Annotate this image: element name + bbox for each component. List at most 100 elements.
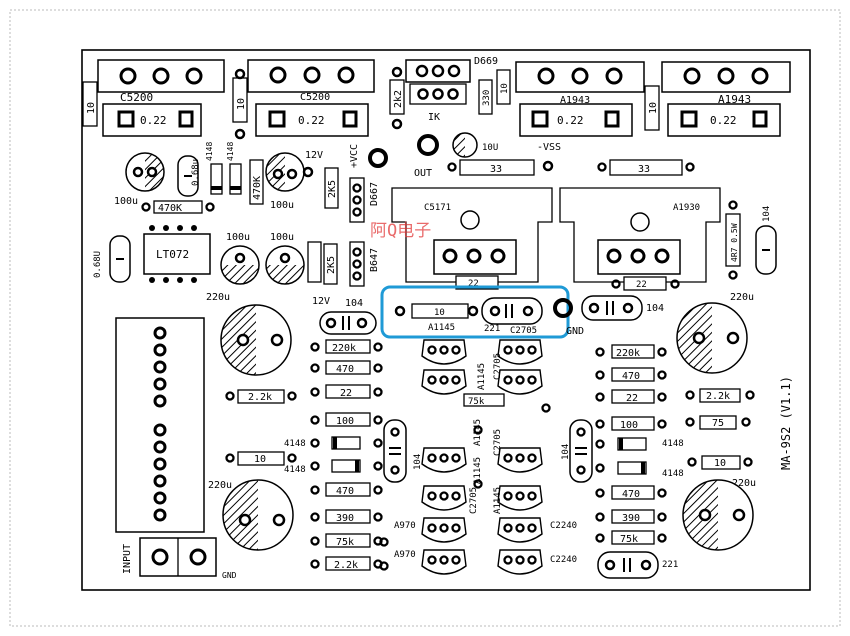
left-res-10-label: 10 bbox=[86, 102, 97, 114]
cap-220u-top-left-label: 220u bbox=[206, 292, 230, 303]
d4148-a-label: 4148 bbox=[205, 142, 214, 161]
c5171-label: C5171 bbox=[424, 203, 451, 213]
left-emitter-label: 0.22 bbox=[140, 114, 167, 127]
res-4r7-label: 4R7 0.5W bbox=[730, 223, 739, 262]
d4148-a-right-label: 4148 bbox=[662, 439, 684, 449]
c2705-c-label: C2705 bbox=[469, 487, 479, 514]
res-2k5-b-label: 2K5 bbox=[326, 256, 337, 274]
res-390-right-label: 390 bbox=[622, 513, 640, 524]
res-470-b-right-label: 470 bbox=[622, 489, 640, 500]
input-label: INPUT bbox=[122, 544, 133, 574]
c2705-a-label: C2705 bbox=[493, 353, 503, 380]
res-22-b-label: 22 bbox=[636, 280, 647, 290]
gnd-center-label: GND bbox=[566, 326, 584, 337]
res-470k-b-label: 470K bbox=[252, 176, 263, 200]
a1145-c-label: A1145 bbox=[473, 457, 483, 484]
gnd-input-label: GND bbox=[222, 571, 237, 580]
a1145-a-label: A1145 bbox=[477, 363, 487, 390]
r221-right-label: 221 bbox=[662, 560, 678, 570]
res-75k-left-label: 75k bbox=[336, 537, 354, 548]
opamp-label: LT072 bbox=[156, 248, 189, 261]
v12-top-label: 12V bbox=[305, 150, 323, 161]
res-330-label: 330 bbox=[482, 90, 492, 106]
res-2k2-label: 2k2 bbox=[393, 90, 404, 108]
vcc-label: +VCC bbox=[349, 144, 360, 168]
res-22-right-label: 22 bbox=[626, 393, 638, 404]
cap-068u-label: 0.68U bbox=[93, 251, 103, 278]
d667-label: D667 bbox=[369, 182, 380, 206]
c2240-a-label: C2240 bbox=[550, 521, 577, 531]
a1930-label: A1930 bbox=[673, 203, 700, 213]
d4148-b-label: 4148 bbox=[226, 142, 235, 161]
res-10-top-label: 10 bbox=[500, 83, 510, 94]
right-emitter-a-label: 0.22 bbox=[557, 114, 584, 127]
left-c5200-label: C5200 bbox=[120, 91, 153, 104]
c2705-b-label: C2705 bbox=[493, 429, 503, 456]
res-470-a-right-label: 470 bbox=[622, 371, 640, 382]
right-channel: 220u 220k 470 22 2.2k 100 75 4148 bbox=[561, 292, 793, 579]
cap-104-left-label: 104 bbox=[345, 298, 363, 309]
res-33-a-label: 33 bbox=[490, 164, 502, 175]
cap-104-left-ch-label: 104 bbox=[413, 454, 423, 470]
center-section: OUT 10U -VSS 33 33 C5171 22 A1930 22 bbox=[319, 132, 777, 339]
a1943-a-label: A1943 bbox=[560, 95, 590, 106]
res-2k5-a-label: 2K5 bbox=[327, 180, 338, 198]
left-channel: 220u 2.2k 10 220u IN bbox=[115, 292, 423, 580]
a1145-d-label: A1145 bbox=[493, 487, 503, 514]
upper-left-section: 100u 470K 0.68u 4148 4148 470K 100u 12V … bbox=[93, 142, 388, 307]
res-220k-left-label: 220k bbox=[332, 343, 356, 354]
res-10-left-label: 10 bbox=[254, 454, 266, 465]
res-470-a-left-label: 470 bbox=[336, 364, 354, 375]
cap-100u-b-label: 100u bbox=[270, 200, 294, 211]
res-75k-right-label: 75k bbox=[620, 534, 638, 545]
v12-bottom-label: 12V bbox=[312, 296, 330, 307]
watermark-text: 阿Q电子 bbox=[370, 221, 431, 241]
res-2-2k-b-left-label: 2.2k bbox=[334, 560, 358, 571]
res-470-b-left-label: 470 bbox=[336, 486, 354, 497]
r221-label: 221 bbox=[484, 324, 500, 334]
b647-label: B647 bbox=[369, 248, 380, 272]
c2240-b-label: C2240 bbox=[550, 555, 577, 565]
res-22-left-label: 22 bbox=[340, 388, 352, 399]
res-33-b-label: 33 bbox=[638, 164, 650, 175]
cap-104-right-label: 104 bbox=[646, 303, 664, 314]
cap-104-far-label: 104 bbox=[762, 206, 772, 222]
a1943-b-label: A1943 bbox=[718, 93, 751, 106]
ik-label: IK bbox=[428, 112, 440, 123]
top-row: C5200 10 0.22 10 C5200 0.22 2k2 bbox=[82, 56, 791, 140]
a970-a-label: A970 bbox=[394, 521, 416, 531]
cap-220u-top-right-label: 220u bbox=[730, 292, 754, 303]
res-22-a-label: 22 bbox=[468, 279, 479, 289]
out-label: OUT bbox=[414, 168, 432, 179]
middle-column: A1145 75k C2705 A1145 A1145 C2705 C2705 … bbox=[421, 339, 577, 575]
res-100-left-label: 100 bbox=[336, 416, 354, 427]
cap-100u-d-label: 100u bbox=[270, 232, 294, 243]
d669-label: D669 bbox=[474, 56, 498, 67]
res-100-right-label: 100 bbox=[620, 420, 638, 431]
right-emitter-b-label: 0.22 bbox=[710, 114, 737, 127]
res-390-left-label: 390 bbox=[336, 513, 354, 524]
cap-104-right-ch-label: 104 bbox=[561, 444, 571, 460]
res-470k-a-label: 470K bbox=[158, 203, 182, 214]
cap-10u-label: 10U bbox=[482, 143, 498, 153]
center-emitter-label: 0.22 bbox=[298, 114, 325, 127]
vss-label: -VSS bbox=[537, 142, 561, 153]
res-2-2k-right-label: 2.2k bbox=[706, 391, 730, 402]
res-75-right-label: 75 bbox=[712, 418, 724, 429]
d4148-b-right-label: 4148 bbox=[662, 469, 684, 479]
d4148-a-left-label: 4148 bbox=[284, 439, 306, 449]
a1145-highlight-label: A1145 bbox=[428, 323, 455, 333]
right-res-10-label: 10 bbox=[648, 102, 659, 114]
a970-b-label: A970 bbox=[394, 550, 416, 560]
center-c5200-label: C5200 bbox=[300, 92, 330, 103]
res-10-right-label: 10 bbox=[714, 458, 726, 469]
d4148-b-left-label: 4148 bbox=[284, 465, 306, 475]
res-75k-mid-label: 75k bbox=[468, 397, 485, 407]
cap-100u-c-label: 100u bbox=[226, 232, 250, 243]
c2705-highlight-label: C2705 bbox=[510, 326, 537, 336]
cap-220u-bottom-left-label: 220u bbox=[208, 480, 232, 491]
board-name-label: MA-9S2 (V1.1) bbox=[779, 376, 793, 470]
cap-100u-a-label: 100u bbox=[114, 196, 138, 207]
board-outline bbox=[81, 49, 811, 591]
